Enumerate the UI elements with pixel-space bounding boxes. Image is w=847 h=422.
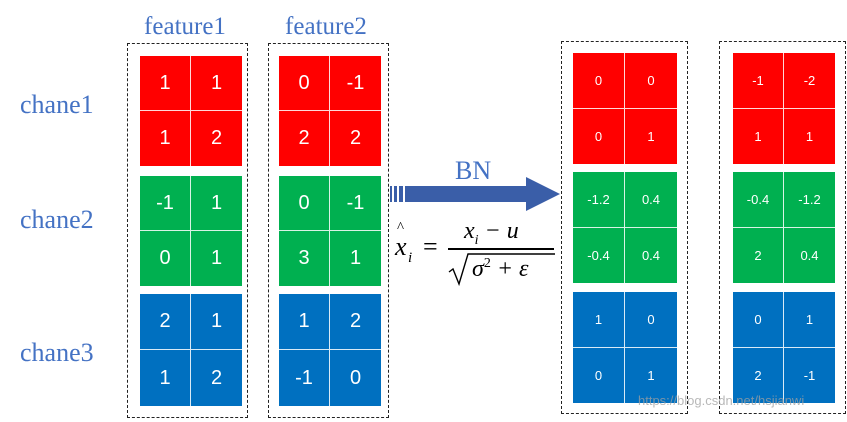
output-feature2-frame [719, 41, 846, 414]
row-label-chane1: chane1 [20, 90, 94, 119]
matrix-cell: 2 [733, 227, 784, 283]
formula-numerator: xi − u [464, 218, 519, 249]
matrix-cell: 0.4 [784, 227, 835, 283]
matrix-cell: 2 [140, 294, 191, 350]
formula-denominator-rest: + ε [490, 256, 529, 282]
formula-denominator: σ2 + ε [472, 256, 529, 283]
watermark: https://blog.csdn.net/hsjianwi [638, 393, 805, 408]
matrix-cell: 0 [625, 53, 677, 109]
feature2-header: feature2 [285, 13, 367, 40]
matrix-cell: -1.2 [784, 172, 835, 228]
row-label-chane3: chane3 [20, 338, 94, 367]
matrix-cell: 0 [625, 292, 677, 348]
output-feature1-chane2-block: -1.2 0.4 -0.4 0.4 [573, 172, 677, 283]
bn-arrow-icon [390, 177, 560, 211]
matrix-cell: 0 [573, 347, 625, 403]
input-feature2-chane3-block: 1 2 -1 0 [279, 294, 381, 406]
matrix-cell: 1 [140, 56, 191, 111]
matrix-cell: -1 [330, 176, 381, 231]
hat-icon: ^ [397, 220, 405, 236]
matrix-cell: 2 [330, 111, 381, 166]
matrix-cell: 1 [279, 294, 330, 350]
matrix-cell: 0.4 [625, 227, 677, 283]
sqrt-icon [448, 253, 555, 286]
matrix-cell: 1 [330, 231, 381, 286]
matrix-cell: 0 [330, 350, 381, 406]
output-feature2-chane3-block: 0 1 2 -1 [733, 292, 835, 403]
matrix-cell: 1 [573, 292, 625, 348]
formula-exponent: 2 [483, 256, 491, 271]
input-feature2-frame [268, 43, 389, 418]
matrix-cell: -1 [733, 53, 784, 109]
formula-numerator-rest: − u [478, 218, 519, 244]
formula-sigma: σ [472, 256, 484, 282]
input-feature2-chane2-block: 0 -1 3 1 [279, 176, 381, 286]
matrix-cell: 0.4 [625, 172, 677, 228]
matrix-cell: 3 [279, 231, 330, 286]
input-feature2-chane1-block: 0 -1 2 2 [279, 56, 381, 166]
matrix-cell: 2 [191, 111, 242, 166]
matrix-cell: 1 [191, 231, 242, 286]
formula-lhs-subscript: i [408, 250, 413, 266]
matrix-cell: 0 [140, 231, 191, 286]
row-label-chane2: chane2 [20, 205, 94, 234]
bn-formula: ^ x i = xi − u σ2 + ε [392, 218, 562, 288]
matrix-cell: 2 [191, 350, 242, 406]
input-feature1-frame [127, 43, 248, 418]
matrix-cell: 2 [330, 294, 381, 350]
matrix-cell: 1 [191, 176, 242, 231]
matrix-cell: 0 [279, 56, 330, 111]
matrix-cell: 1 [625, 347, 677, 403]
matrix-cell: 1 [140, 111, 191, 166]
formula-numerator-var: x [464, 218, 475, 244]
output-feature2-chane2-block: -0.4 -1.2 2 0.4 [733, 172, 835, 283]
input-feature1-chane2-block: -1 1 0 1 [140, 176, 242, 286]
matrix-cell: 1 [784, 108, 835, 164]
matrix-cell: -0.4 [733, 172, 784, 228]
matrix-cell: 1 [733, 108, 784, 164]
bn-label: BN [455, 156, 492, 185]
matrix-cell: 1 [191, 294, 242, 350]
matrix-cell: 0 [573, 53, 625, 109]
matrix-cell: 2 [733, 347, 784, 403]
formula-numerator-subscript: i [474, 232, 479, 248]
matrix-cell: -2 [784, 53, 835, 109]
matrix-cell: 1 [140, 350, 191, 406]
matrix-cell: 0 [573, 108, 625, 164]
formula-equals: = [423, 232, 438, 261]
matrix-cell: -1 [140, 176, 191, 231]
matrix-cell: 0 [279, 176, 330, 231]
matrix-cell: -0.4 [573, 227, 625, 283]
matrix-cell: 1 [625, 108, 677, 164]
output-feature1-frame [561, 41, 688, 414]
output-feature2-chane1-block: -1 -2 1 1 [733, 53, 835, 164]
matrix-cell: 1 [191, 56, 242, 111]
matrix-cell: 2 [279, 111, 330, 166]
input-feature1-chane1-block: 1 1 1 2 [140, 56, 242, 166]
matrix-cell: -1 [784, 347, 835, 403]
matrix-cell: -1 [330, 56, 381, 111]
output-feature1-chane1-block: 0 0 0 1 [573, 53, 677, 164]
matrix-cell: -1 [279, 350, 330, 406]
matrix-cell: -1.2 [573, 172, 625, 228]
input-feature1-chane3-block: 2 1 1 2 [140, 294, 242, 406]
matrix-cell: 0 [733, 292, 784, 348]
formula-lhs: x [395, 232, 407, 261]
feature1-header: feature1 [144, 13, 226, 40]
fraction-bar [448, 248, 554, 250]
matrix-cell: 1 [784, 292, 835, 348]
output-feature1-chane3-block: 1 0 0 1 [573, 292, 677, 403]
